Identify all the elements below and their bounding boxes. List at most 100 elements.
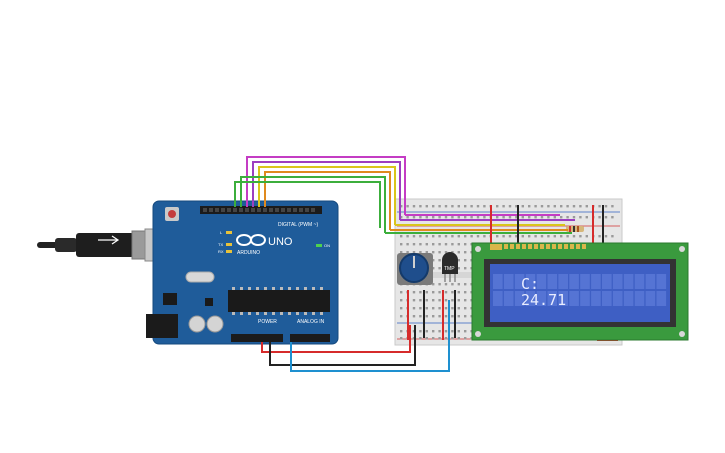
capacitor — [206, 315, 224, 333]
breadboard-hole — [432, 216, 435, 219]
breadboard-hole — [534, 235, 537, 238]
breadboard-hole — [604, 235, 608, 238]
lcd-char-cell — [525, 274, 536, 289]
breadboard-hole — [438, 216, 441, 219]
lcd-char-cell — [602, 274, 612, 289]
breadboard-hole — [412, 291, 416, 294]
breadboard-hole — [412, 235, 416, 238]
arduino-uno-board[interactable]: DIGITAL (PWM ~) UNO ARDUINO L TX RX ON — [146, 200, 339, 345]
temperature-sensor[interactable]: TMP — [442, 252, 458, 282]
breadboard-hole — [464, 330, 467, 333]
breadboard-hole — [547, 235, 550, 238]
lcd-char-cell — [591, 274, 601, 289]
breadboard-hole — [457, 243, 460, 246]
breadboard-hole — [432, 291, 435, 294]
svg-text:ON: ON — [324, 243, 330, 248]
breadboard-hole — [419, 307, 422, 310]
breadboard-hole — [406, 235, 409, 238]
breadboard-hole — [598, 216, 601, 219]
lcd-line-2: 24.71 — [521, 291, 566, 309]
breadboard-hole — [502, 205, 505, 208]
breadboard-hole — [476, 205, 480, 208]
wire-red — [261, 325, 411, 353]
breadboard-hole — [579, 216, 582, 219]
breadboard-hole — [432, 251, 435, 254]
lcd-character-cells — [493, 274, 667, 306]
lcd-char-cell — [547, 291, 558, 306]
breadboard-hole — [419, 243, 422, 246]
breadboard-hole — [451, 243, 454, 246]
breadboard-hole — [432, 235, 435, 238]
breadboard-hole — [585, 235, 588, 238]
breadboard-hole — [572, 216, 576, 219]
lcd-char-cell — [558, 274, 568, 289]
resistor[interactable] — [566, 226, 584, 232]
breadboard-hole — [496, 216, 499, 219]
breadboard-hole — [444, 243, 448, 246]
breadboard-hole — [432, 330, 435, 333]
breadboard-hole — [457, 307, 460, 310]
breadboard-hole — [464, 205, 467, 208]
breadboard-hole — [438, 315, 441, 318]
breadboard-hole — [438, 267, 441, 270]
power-label: POWER — [258, 319, 277, 325]
breadboard-hole — [521, 205, 524, 208]
l-led — [226, 231, 232, 234]
breadboard-hole — [425, 307, 428, 310]
lcd-char-cell — [503, 291, 514, 306]
breadboard-hole — [400, 330, 403, 333]
wires — [234, 156, 618, 372]
breadboard-hole — [451, 299, 454, 302]
breadboard-hole — [528, 205, 531, 208]
breadboard-hole — [598, 205, 601, 208]
breadboard-hole — [464, 235, 467, 238]
breadboard-hole — [419, 205, 422, 208]
breadboard-hole — [406, 251, 409, 254]
breadboard-hole — [419, 299, 422, 302]
breadboard-hole — [425, 205, 428, 208]
lcd-module[interactable]: C: 24.71 — [471, 242, 689, 341]
breadboard-hole — [560, 235, 563, 238]
breadboard-hole — [534, 205, 537, 208]
svg-text:TX: TX — [218, 242, 223, 247]
breadboard-hole — [412, 315, 416, 318]
breadboard-hole — [470, 216, 473, 219]
breadboard-hole — [572, 235, 576, 238]
potentiometer[interactable] — [397, 253, 433, 285]
breadboard-hole — [400, 216, 403, 219]
breadboard-hole — [425, 251, 428, 254]
lcd-line-1: C: — [521, 275, 539, 293]
breadboard-hole — [438, 283, 441, 286]
lcd-char-cell — [514, 291, 525, 306]
breadboard-hole — [419, 315, 422, 318]
breadboard-hole — [438, 291, 441, 294]
breadboard-hole — [540, 235, 544, 238]
lcd-char-cell — [580, 274, 590, 289]
breadboard-hole — [464, 267, 467, 270]
breadboard-hole — [476, 235, 480, 238]
wire-blue — [290, 300, 450, 372]
breadboard-hole — [419, 216, 422, 219]
breadboard-hole — [451, 291, 454, 294]
breadboard-hole — [502, 235, 505, 238]
breadboard-hole — [451, 283, 454, 286]
breadboard-hole — [444, 283, 448, 286]
breadboard-hole — [496, 205, 499, 208]
breadboard-hole — [553, 216, 556, 219]
breadboard-hole — [502, 216, 505, 219]
breadboard-hole — [406, 216, 409, 219]
breadboard-hole — [521, 216, 524, 219]
wire-green-2 — [234, 181, 381, 228]
usb-cable[interactable] — [37, 228, 164, 262]
breadboard-hole — [611, 205, 614, 208]
breadboard-hole — [611, 235, 614, 238]
breadboard-hole — [438, 330, 441, 333]
breadboard-hole — [419, 337, 422, 340]
breadboard-hole — [419, 330, 422, 333]
breadboard-hole — [451, 216, 454, 219]
lcd-char-cell — [602, 291, 612, 306]
power-header — [231, 334, 283, 342]
breadboard-hole — [457, 283, 460, 286]
lcd-char-cell — [612, 274, 623, 289]
breadboard-hole — [515, 205, 518, 208]
